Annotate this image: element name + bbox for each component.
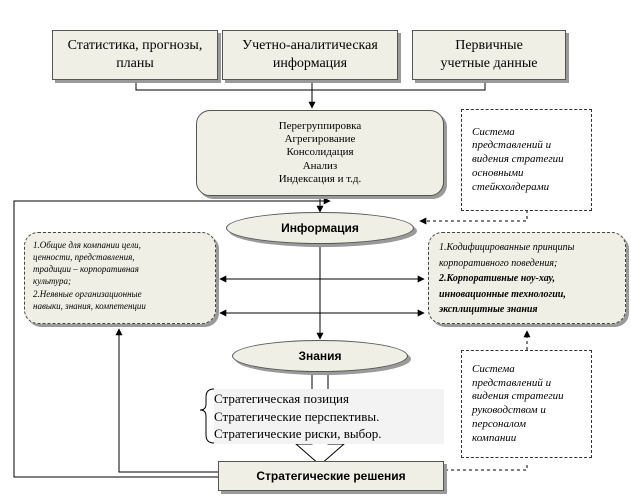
processing-step: Перегруппировка: [278, 120, 362, 133]
right-panel-line: корпоративного поведения;: [439, 257, 558, 269]
left-panel-line: культура;: [33, 276, 72, 287]
source-bracket: [135, 80, 486, 91]
right-panel-line: эксплицитные знания: [439, 304, 538, 315]
knowledge-label: Знания: [298, 349, 342, 363]
stakeholder-note-line: основными: [472, 166, 524, 179]
right-panel-line: 1.Кодифицированные принципы: [439, 242, 575, 253]
source-statistics-box: Статистика, прогнозы, планы: [52, 30, 218, 80]
stakeholder-note-line: видения стратегии: [472, 153, 564, 166]
left-culture-panel: 1.Общие для компании цели, ценности, пре…: [24, 232, 216, 324]
stakeholder-note-line: представлений и: [472, 139, 552, 152]
right-panel-line: 2.Корпоративные ноу-хау,: [439, 273, 555, 284]
knowledge-node: Знания: [232, 340, 408, 372]
management-note-line: Система: [472, 362, 515, 375]
management-note-line: видения стратегии: [472, 390, 564, 403]
strategy-item: Стратегическая позиция: [214, 391, 349, 406]
management-note-line: руководством и: [472, 404, 546, 416]
strategy-items-list: Стратегическая позиция Стратегические пе…: [214, 389, 444, 444]
source-statistics-line: планы: [116, 56, 154, 71]
stakeholder-note-line: Система: [472, 125, 515, 138]
left-panel-line: навыки, знания, компетенции: [33, 300, 146, 311]
left-panel-line: ценности, представления,: [33, 252, 135, 263]
source-primary-line: Первичные: [455, 37, 523, 53]
arrow-decisions-to-left-panel: [115, 328, 218, 473]
source-primary-box: Первичные учетные данные: [412, 30, 566, 80]
strategic-decisions-box: Стратегические решения: [218, 461, 444, 491]
processing-step: Индексация и т.д.: [278, 172, 362, 185]
strategy-item: Стратегические риски, выбор.: [214, 426, 382, 442]
feedback-loop-line: [13, 197, 331, 478]
right-codified-panel: 1.Кодифицированные принципы корпоративно…: [428, 232, 626, 324]
strategic-decisions-label: Стратегические решения: [256, 469, 406, 483]
information-label: Информация: [281, 221, 359, 235]
arrow-decisions-to-management: [445, 462, 528, 471]
strategy-item: Стратегические перспективы.: [214, 408, 380, 424]
management-note-line: персоналом: [472, 417, 526, 430]
management-note-line: компании: [472, 431, 517, 444]
source-primary-line: учетные данные: [440, 56, 538, 71]
stakeholder-note-line: стейкхолдерами: [472, 180, 550, 193]
information-node: Информация: [226, 212, 414, 244]
left-panel-line: 2.Неявные организационные: [33, 288, 142, 299]
source-accounting-box: Учетно-аналитическая информация: [222, 30, 398, 80]
management-vision-note: Система представлений и видения стратеги…: [461, 350, 592, 458]
processing-step: Агрегирование: [284, 133, 356, 146]
source-accounting-line: Учетно-аналитическая: [242, 37, 378, 53]
processing-step: Консолидация: [286, 146, 354, 159]
management-note-line: представлений и: [472, 376, 552, 389]
left-panel-line: традиции – корпоративная: [33, 264, 139, 275]
right-panel-line: инновационные технологии,: [439, 288, 566, 300]
processing-box: Перегруппировка Агрегирование Консолидац…: [196, 110, 444, 196]
source-statistics-line: Статистика, прогнозы,: [67, 37, 203, 53]
processing-step: Анализ: [302, 159, 338, 172]
strategy-brace: [199, 388, 215, 444]
stakeholder-connector: [419, 210, 528, 225]
source-accounting-line: информация: [272, 56, 348, 71]
stakeholder-vision-note: Система представлений и видения стратеги…: [461, 109, 592, 211]
left-panel-line: 1.Общие для компании цели,: [33, 240, 141, 250]
